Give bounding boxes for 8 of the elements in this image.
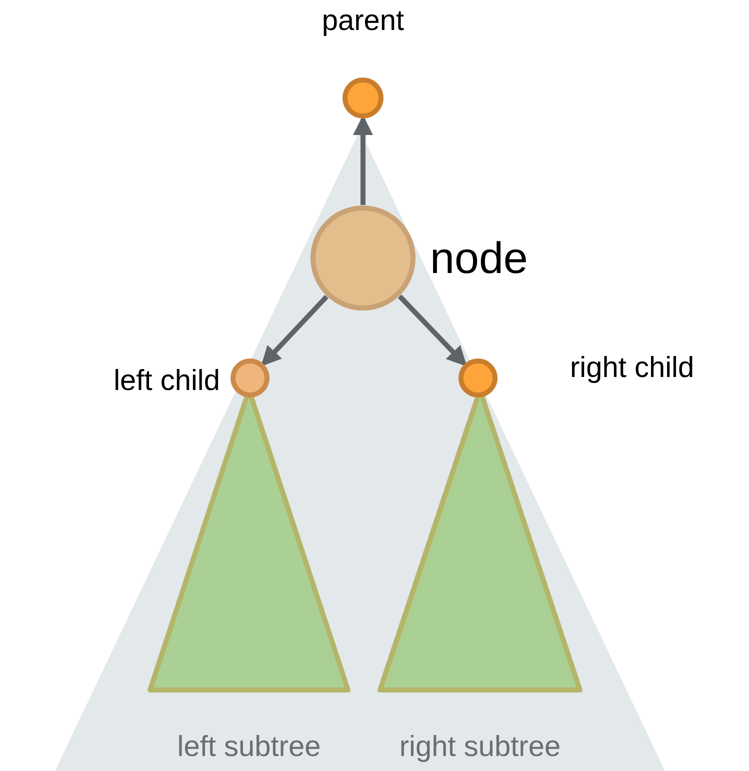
node-label: node	[430, 233, 529, 285]
node-label: left child	[112, 364, 220, 399]
node-label: parent	[320, 4, 406, 39]
node-label: right child	[570, 351, 696, 386]
subtree-label: left subtree	[176, 730, 322, 765]
arrow	[398, 294, 467, 366]
arrow	[260, 294, 328, 366]
subtree-label: right subtree	[398, 730, 562, 765]
